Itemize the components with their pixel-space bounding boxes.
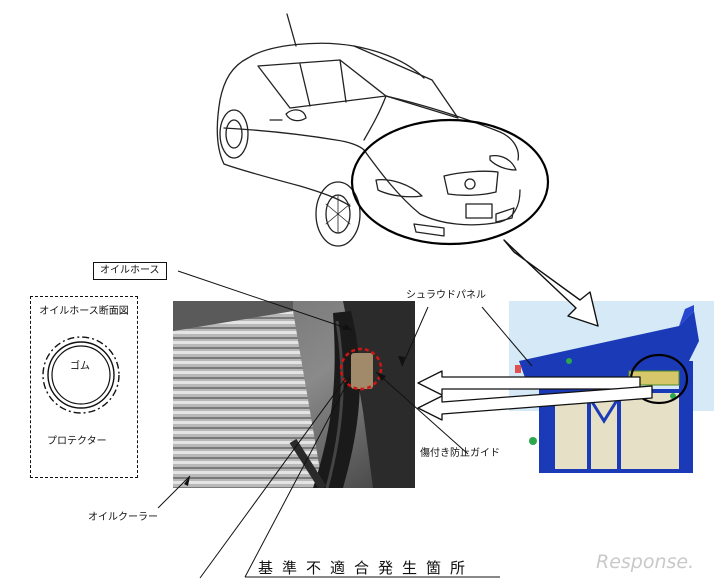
oil-cooler-photo [173, 301, 415, 488]
hollow-arrow-down [503, 239, 599, 327]
hose-cross-section [42, 336, 120, 414]
oil-hose-label: オイルホース [93, 262, 167, 280]
damage-guide-label: 傷付き防止ガイド [420, 448, 500, 459]
oil-cooler-label: オイルクーラー [88, 512, 158, 523]
cross-section-title: オイルホース断面図 [39, 306, 129, 317]
hollow-arrow-left-2 [417, 385, 653, 421]
rubber-label: ゴム [70, 361, 90, 372]
response-watermark: Response. [596, 551, 695, 573]
nonconformity-location-caption: 基準不適合発生箇所 [258, 559, 475, 577]
protector-label: プロテクター [47, 436, 107, 447]
cross-section-diagram: オイルホース断面図 [30, 296, 138, 478]
hollow-arrow-left-1 [417, 370, 641, 396]
shroud-panel-label: シュラウドパネル [406, 290, 486, 301]
